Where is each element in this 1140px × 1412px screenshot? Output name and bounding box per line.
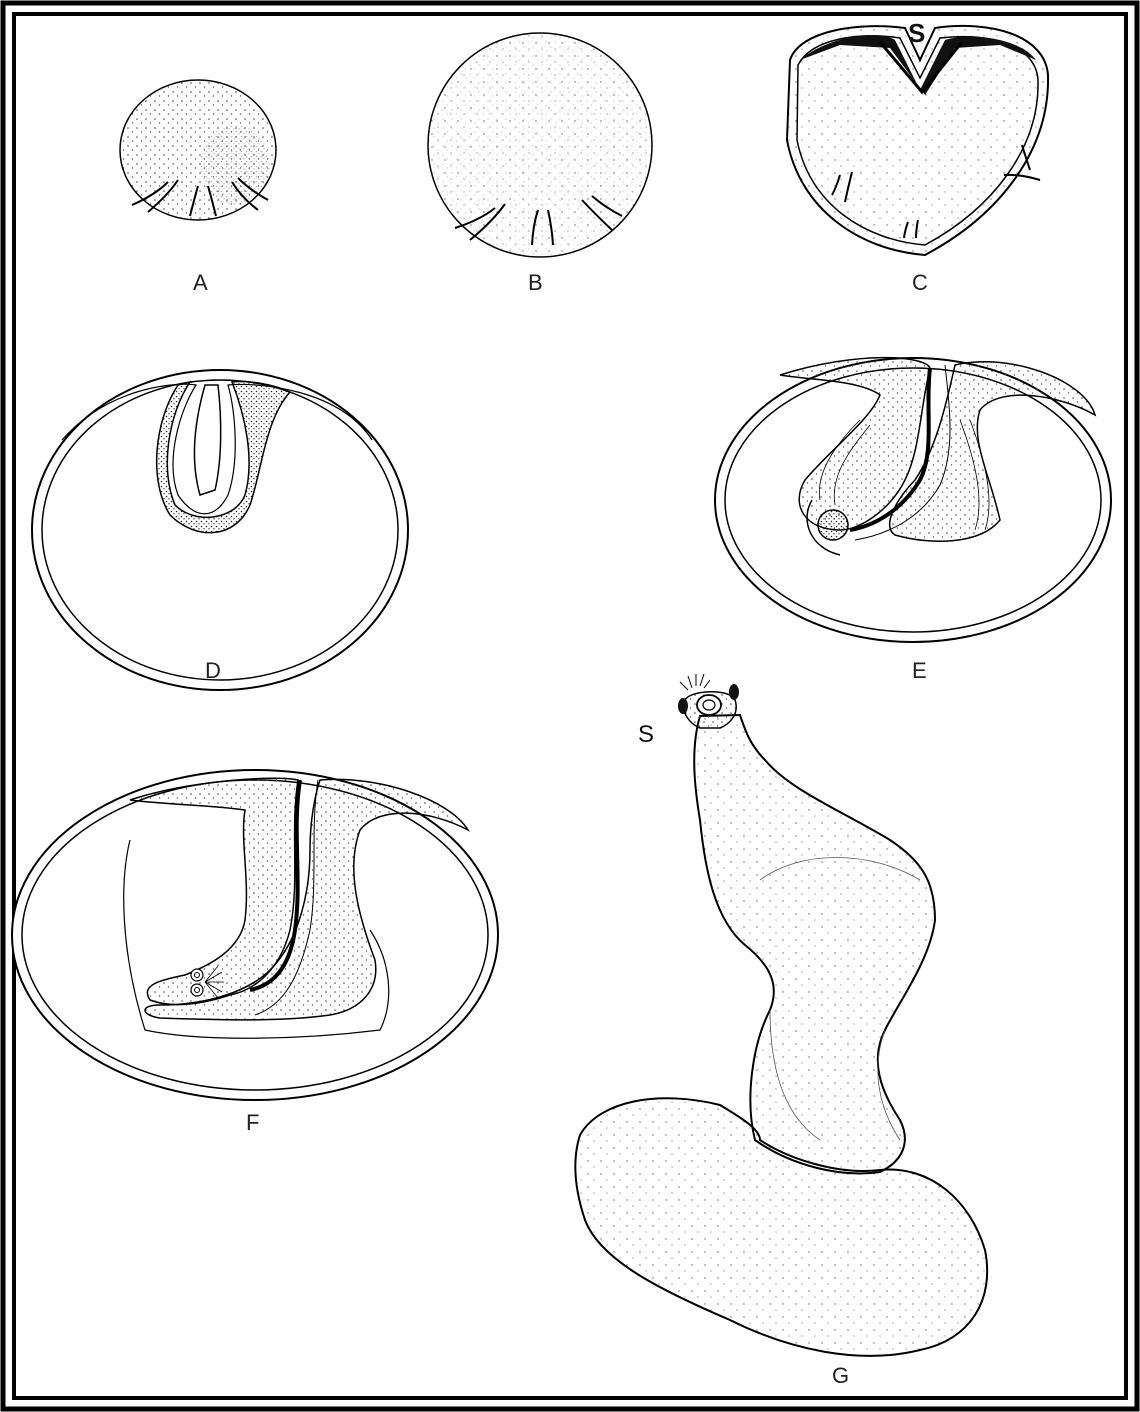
panel-b-enlarged-oncosphere: B [428, 33, 652, 295]
scolex-sucker-icon [818, 510, 848, 540]
scolex-annotation: S [908, 18, 925, 48]
panel-f-scolex-invaginated: F [12, 770, 498, 1135]
panel-label: E [912, 658, 927, 683]
panel-label: G [832, 1363, 849, 1388]
panel-label: F [246, 1110, 259, 1135]
panel-a-oncosphere: A [120, 80, 276, 295]
panel-g-evaginated-cysticercus: S G [575, 674, 987, 1388]
panel-label: A [193, 270, 208, 295]
panel-e-scolex-forming: E [715, 358, 1111, 683]
panel-d-invagination: D [32, 370, 408, 690]
panel-label: D [205, 658, 221, 683]
panel-c-cysticercus-early: S C [787, 18, 1048, 295]
panel-label: B [528, 270, 543, 295]
scolex-head-icon [678, 674, 739, 728]
panel-label: C [912, 270, 928, 295]
scolex-annotation: S [638, 721, 654, 748]
